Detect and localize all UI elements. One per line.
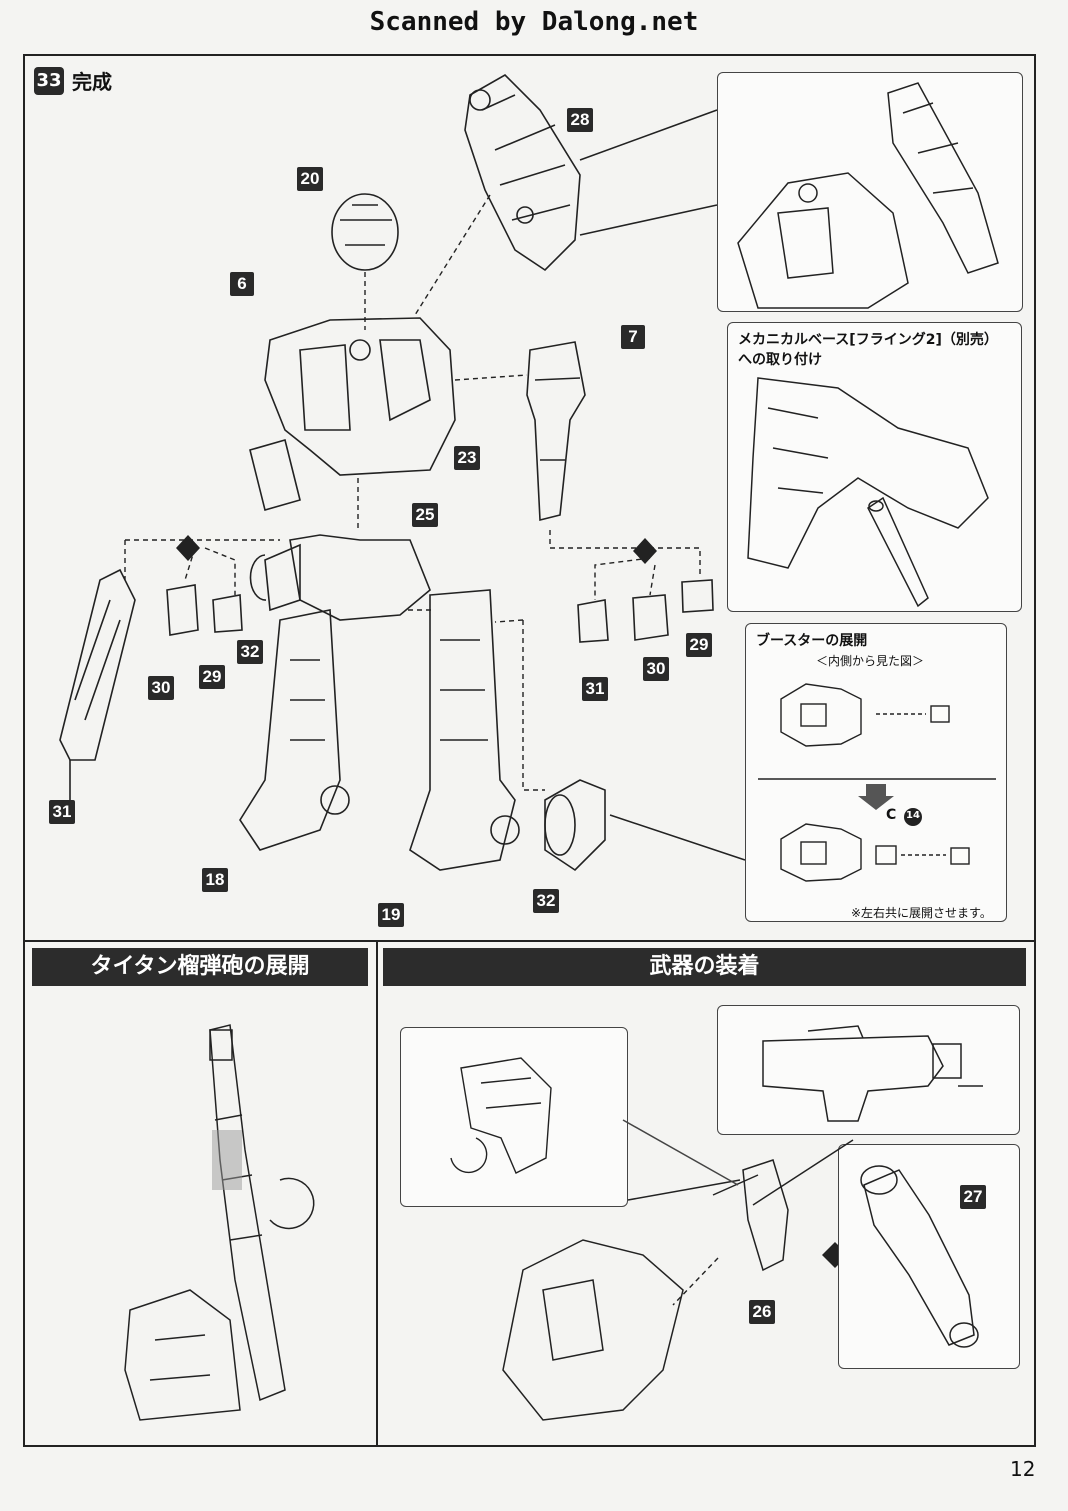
cannon-detail-panel: [717, 72, 1023, 312]
part-tag-32: 32: [237, 640, 263, 664]
step-number-badge: 33: [34, 67, 64, 95]
part-tag-27: 27: [960, 1185, 986, 1209]
part-tag-32b: 32: [533, 889, 559, 913]
booster-callout-number: 14: [906, 810, 920, 821]
torso-part-drawing: [249, 317, 456, 511]
part-tag-6: 6: [230, 272, 254, 296]
booster-deploy-drawing: [758, 683, 996, 882]
part-tag-31: 31: [49, 800, 75, 824]
titan-cannon-drawing: [124, 1024, 315, 1421]
cannon-detail-drawing: [737, 82, 999, 309]
mechanical-base-subtitle: への取り付け: [738, 352, 822, 368]
weapon-inset-left-drawing: [450, 1057, 552, 1174]
weapon-inset-panel-left: [400, 1027, 628, 1207]
assembly-guide-lines: [124, 194, 701, 791]
titan-cannon-banner: タイタン榴弾砲の展開: [32, 948, 368, 986]
mechanical-base-drawing: [747, 377, 989, 608]
head-part-drawing: [331, 193, 399, 271]
arm-part-drawing: [526, 341, 586, 522]
cannon-part-drawing: [464, 74, 581, 272]
weapon-attach-banner: 武器の装着: [383, 948, 1026, 986]
part-tag-29b: 29: [686, 633, 712, 657]
part-tag-19: 19: [378, 903, 404, 927]
part-tag-18: 18: [202, 868, 228, 892]
weapon-attach-drawing: [502, 1119, 854, 1421]
weapon-detail-drawing: [860, 1165, 979, 1348]
page-frame: [23, 54, 1036, 1447]
part-tag-30: 30: [148, 676, 174, 700]
weapon-inset-panel-right: [717, 1005, 1020, 1135]
part-tag-26: 26: [749, 1300, 775, 1324]
booster-part-drawing: [249, 554, 606, 872]
legs-part-drawing: [239, 534, 520, 871]
part-tag-30b: 30: [643, 657, 669, 681]
section-divider-vertical: [376, 940, 378, 1447]
page-number: 12: [1010, 1457, 1036, 1481]
scan-credit-header: Scanned by Dalong.net: [0, 0, 1068, 45]
part-tag-25: 25: [412, 503, 438, 527]
section-divider-horizontal: [23, 940, 1036, 942]
part-tag-28: 28: [567, 108, 593, 132]
weapon-detail-panel: [838, 1144, 1020, 1369]
booster-callout-letter: C: [886, 807, 897, 823]
part-tag-7: 7: [621, 325, 645, 349]
booster-deploy-panel: ブースターの展開 ＜内側から見た図＞ C 14 ※左右共に展開させます。: [745, 623, 1007, 922]
part-tag-29: 29: [199, 665, 225, 689]
weapon-inset-right-drawing: [762, 1025, 983, 1122]
part-tag-31b: 31: [582, 677, 608, 701]
step-title: 完成: [72, 70, 112, 94]
booster-deploy-subtitle: ＜内側から見た図＞: [816, 654, 925, 668]
mechanical-base-title: メカニカルベース[フライング2]（別売）: [738, 332, 998, 348]
mechanical-base-panel: メカニカルベース[フライング2]（別売） への取り付け: [727, 322, 1022, 612]
part-tag-23: 23: [454, 446, 480, 470]
part-tag-20: 20: [297, 167, 323, 191]
booster-deploy-title: ブースターの展開: [756, 633, 868, 649]
scan-credit-text: Scanned by Dalong.net: [369, 7, 699, 37]
hands-part-drawing: [166, 579, 714, 643]
booster-deploy-note: ※左右共に展開させます。: [851, 906, 992, 920]
rifle-part-drawing: [59, 568, 136, 761]
